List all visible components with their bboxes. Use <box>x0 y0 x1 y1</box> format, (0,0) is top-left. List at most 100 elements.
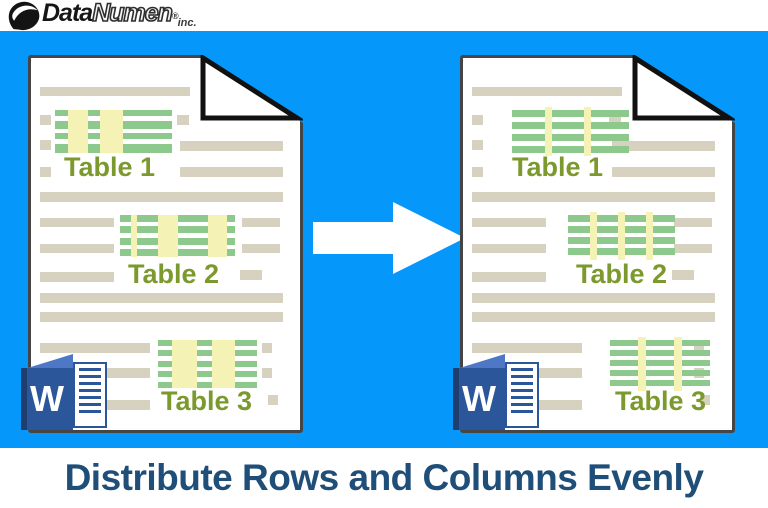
text-placeholder-line <box>674 244 712 253</box>
table-column-band <box>208 215 227 257</box>
text-placeholder-line <box>609 115 621 125</box>
text-placeholder-line <box>40 140 51 150</box>
document-after: Table 1 Table 2 Table 3 W <box>453 55 735 433</box>
text-placeholder-line <box>694 343 704 353</box>
text-placeholder-line <box>262 368 272 378</box>
word-icon: W <box>21 354 111 432</box>
word-icon-text-line <box>511 375 533 378</box>
text-placeholder-line <box>510 400 582 410</box>
table-column-band <box>545 107 552 156</box>
table-label: Table 3 <box>615 386 707 416</box>
text-placeholder-line <box>78 400 150 410</box>
text-placeholder-line <box>472 244 546 253</box>
table-column-band <box>638 337 646 391</box>
table-column-band <box>100 110 123 153</box>
text-placeholder-line <box>472 115 483 125</box>
header-bar: DataNumen®inc. <box>0 0 768 31</box>
word-icon-text-line <box>511 410 533 413</box>
word-icon-text-line <box>79 375 101 378</box>
word-icon-body <box>21 368 73 430</box>
text-placeholder-line <box>40 192 283 202</box>
table-row-stripe <box>158 382 257 388</box>
text-placeholder-line <box>268 395 278 405</box>
text-placeholder-line <box>472 167 483 177</box>
page-fold-icon <box>632 55 735 121</box>
text-placeholder-line <box>40 87 190 96</box>
table-row-stripe <box>158 340 257 346</box>
text-placeholder-line <box>180 167 283 177</box>
table-label: Table 1 <box>512 152 604 182</box>
text-placeholder-line <box>472 192 715 202</box>
word-icon-text-line <box>79 410 101 413</box>
table-graphic <box>120 215 235 257</box>
word-icon-text-line <box>79 403 101 406</box>
table-column-band <box>618 212 625 260</box>
text-placeholder-line <box>40 244 114 253</box>
table-graphic <box>610 337 710 391</box>
page-fold-icon <box>200 55 303 121</box>
table-column-band <box>172 340 197 388</box>
text-placeholder-line <box>40 293 283 303</box>
table-column-band <box>68 110 88 153</box>
page-title: Distribute Rows and Columns Evenly <box>64 457 704 498</box>
text-placeholder-line <box>674 218 712 227</box>
table-row-stripe <box>610 340 710 346</box>
arrow-head <box>393 202 465 274</box>
text-placeholder-line <box>40 115 51 125</box>
text-placeholder-line <box>472 218 546 227</box>
table-graphic <box>568 212 675 260</box>
table-row-stripe <box>512 122 629 129</box>
text-placeholder-line <box>180 141 283 151</box>
table-row-stripe <box>512 110 629 117</box>
text-placeholder-line <box>472 312 715 322</box>
text-placeholder-line <box>40 218 114 227</box>
table-label: Table 3 <box>161 386 253 416</box>
table-label: Table 1 <box>64 152 156 182</box>
caption-bar: Distribute Rows and Columns Evenly <box>0 448 768 508</box>
word-icon-spine <box>21 368 27 430</box>
text-placeholder-line <box>672 270 694 280</box>
text-placeholder-line <box>472 343 582 353</box>
text-placeholder-line <box>177 115 189 125</box>
registered-mark: ® <box>171 10 179 21</box>
word-icon-text-line <box>511 382 533 385</box>
table-column-band <box>584 107 591 156</box>
table-column-band <box>674 337 682 391</box>
text-placeholder-line <box>472 293 715 303</box>
text-placeholder-line <box>612 141 715 151</box>
word-icon: W <box>453 354 543 432</box>
word-icon-letter: W <box>462 378 496 419</box>
table-column-band <box>131 215 137 257</box>
word-icon-text-line <box>511 396 533 399</box>
word-icon-body <box>453 368 505 430</box>
word-icon-text-line <box>511 403 533 406</box>
table-row-stripe <box>610 380 710 386</box>
word-icon-text-line <box>511 368 533 371</box>
text-placeholder-line <box>40 272 114 282</box>
table-label: Table 2 <box>576 259 668 289</box>
text-placeholder-line <box>472 272 546 282</box>
word-icon-page <box>505 362 539 428</box>
table-graphic <box>55 110 172 153</box>
table-row-stripe <box>610 350 710 356</box>
text-placeholder-line <box>242 244 280 253</box>
word-icon-text-line <box>79 368 101 371</box>
table-row-stripe <box>158 371 257 377</box>
table-graphic <box>512 107 629 156</box>
word-icon-text-line <box>511 389 533 392</box>
datanumen-pin-icon <box>8 1 40 30</box>
table-graphic <box>158 340 257 388</box>
word-icon-letter: W <box>30 378 64 419</box>
table-row-stripe <box>512 146 629 153</box>
table-column-band <box>590 212 597 260</box>
table-row-stripe <box>512 134 629 141</box>
text-placeholder-line <box>472 87 622 96</box>
text-placeholder-line <box>242 218 280 227</box>
table-row-stripe <box>610 370 710 376</box>
word-icon-spine <box>453 368 459 430</box>
text-placeholder-line <box>40 312 283 322</box>
datanumen-logo: DataNumen®inc. <box>6 0 198 31</box>
transform-arrow <box>313 202 465 274</box>
text-placeholder-line <box>40 343 150 353</box>
